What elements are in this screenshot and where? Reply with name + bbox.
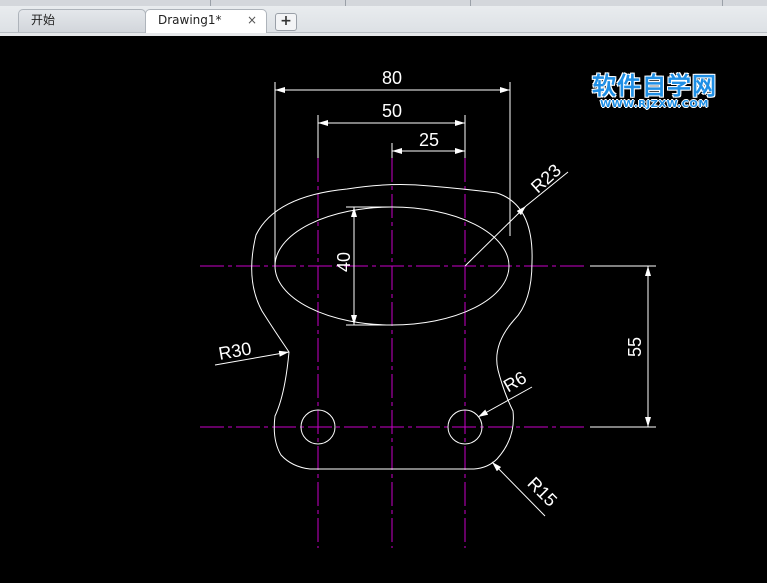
watermark-logo: 软件自学网 WWW.RJZXW.COM: [592, 66, 717, 110]
hole-left: [300, 409, 336, 445]
canvas-border: [0, 33, 767, 36]
tab-drawing1[interactable]: Drawing1* ×: [145, 9, 267, 33]
tab-start[interactable]: 开始: [18, 9, 146, 32]
dimension-text-25: 25: [419, 130, 439, 150]
radius-text-r23: R23: [527, 160, 565, 197]
part-outline: [251, 184, 533, 470]
close-icon[interactable]: ×: [247, 13, 258, 27]
leader-r6: [477, 386, 533, 418]
drawing-viewport[interactable]: 软件自学网 WWW.RJZXW.COM: [0, 36, 767, 583]
file-tab-bar: 开始 Drawing1* × +: [0, 6, 767, 33]
tab-start-label: 开始: [31, 13, 56, 27]
leader-r30: [214, 350, 290, 366]
ribbon-divider: [210, 0, 211, 6]
cad-drawing: 80 50 25 40 55 R23 R30 R6 R15: [200, 68, 656, 548]
ribbon-divider: [470, 0, 471, 6]
hole-right: [447, 409, 483, 445]
watermark-title: 软件自学网: [592, 72, 717, 100]
tab-drawing-label: Drawing1*: [158, 13, 222, 27]
radius-text-r15: R15: [523, 473, 560, 510]
leader-r23: [525, 171, 569, 207]
dimension-text-50: 50: [382, 101, 402, 121]
leader-r15: [491, 461, 546, 517]
radius-text-r30: R30: [217, 338, 253, 363]
ribbon-divider: [345, 0, 346, 6]
leader-r23: [464, 205, 527, 267]
new-tab-button[interactable]: +: [275, 13, 297, 31]
dimension-text-40: 40: [334, 252, 354, 272]
dimension-text-80: 80: [382, 68, 402, 88]
ribbon-divider: [722, 0, 723, 6]
dimension-text-55: 55: [625, 337, 645, 357]
watermark-url: WWW.RJZXW.COM: [600, 99, 709, 110]
